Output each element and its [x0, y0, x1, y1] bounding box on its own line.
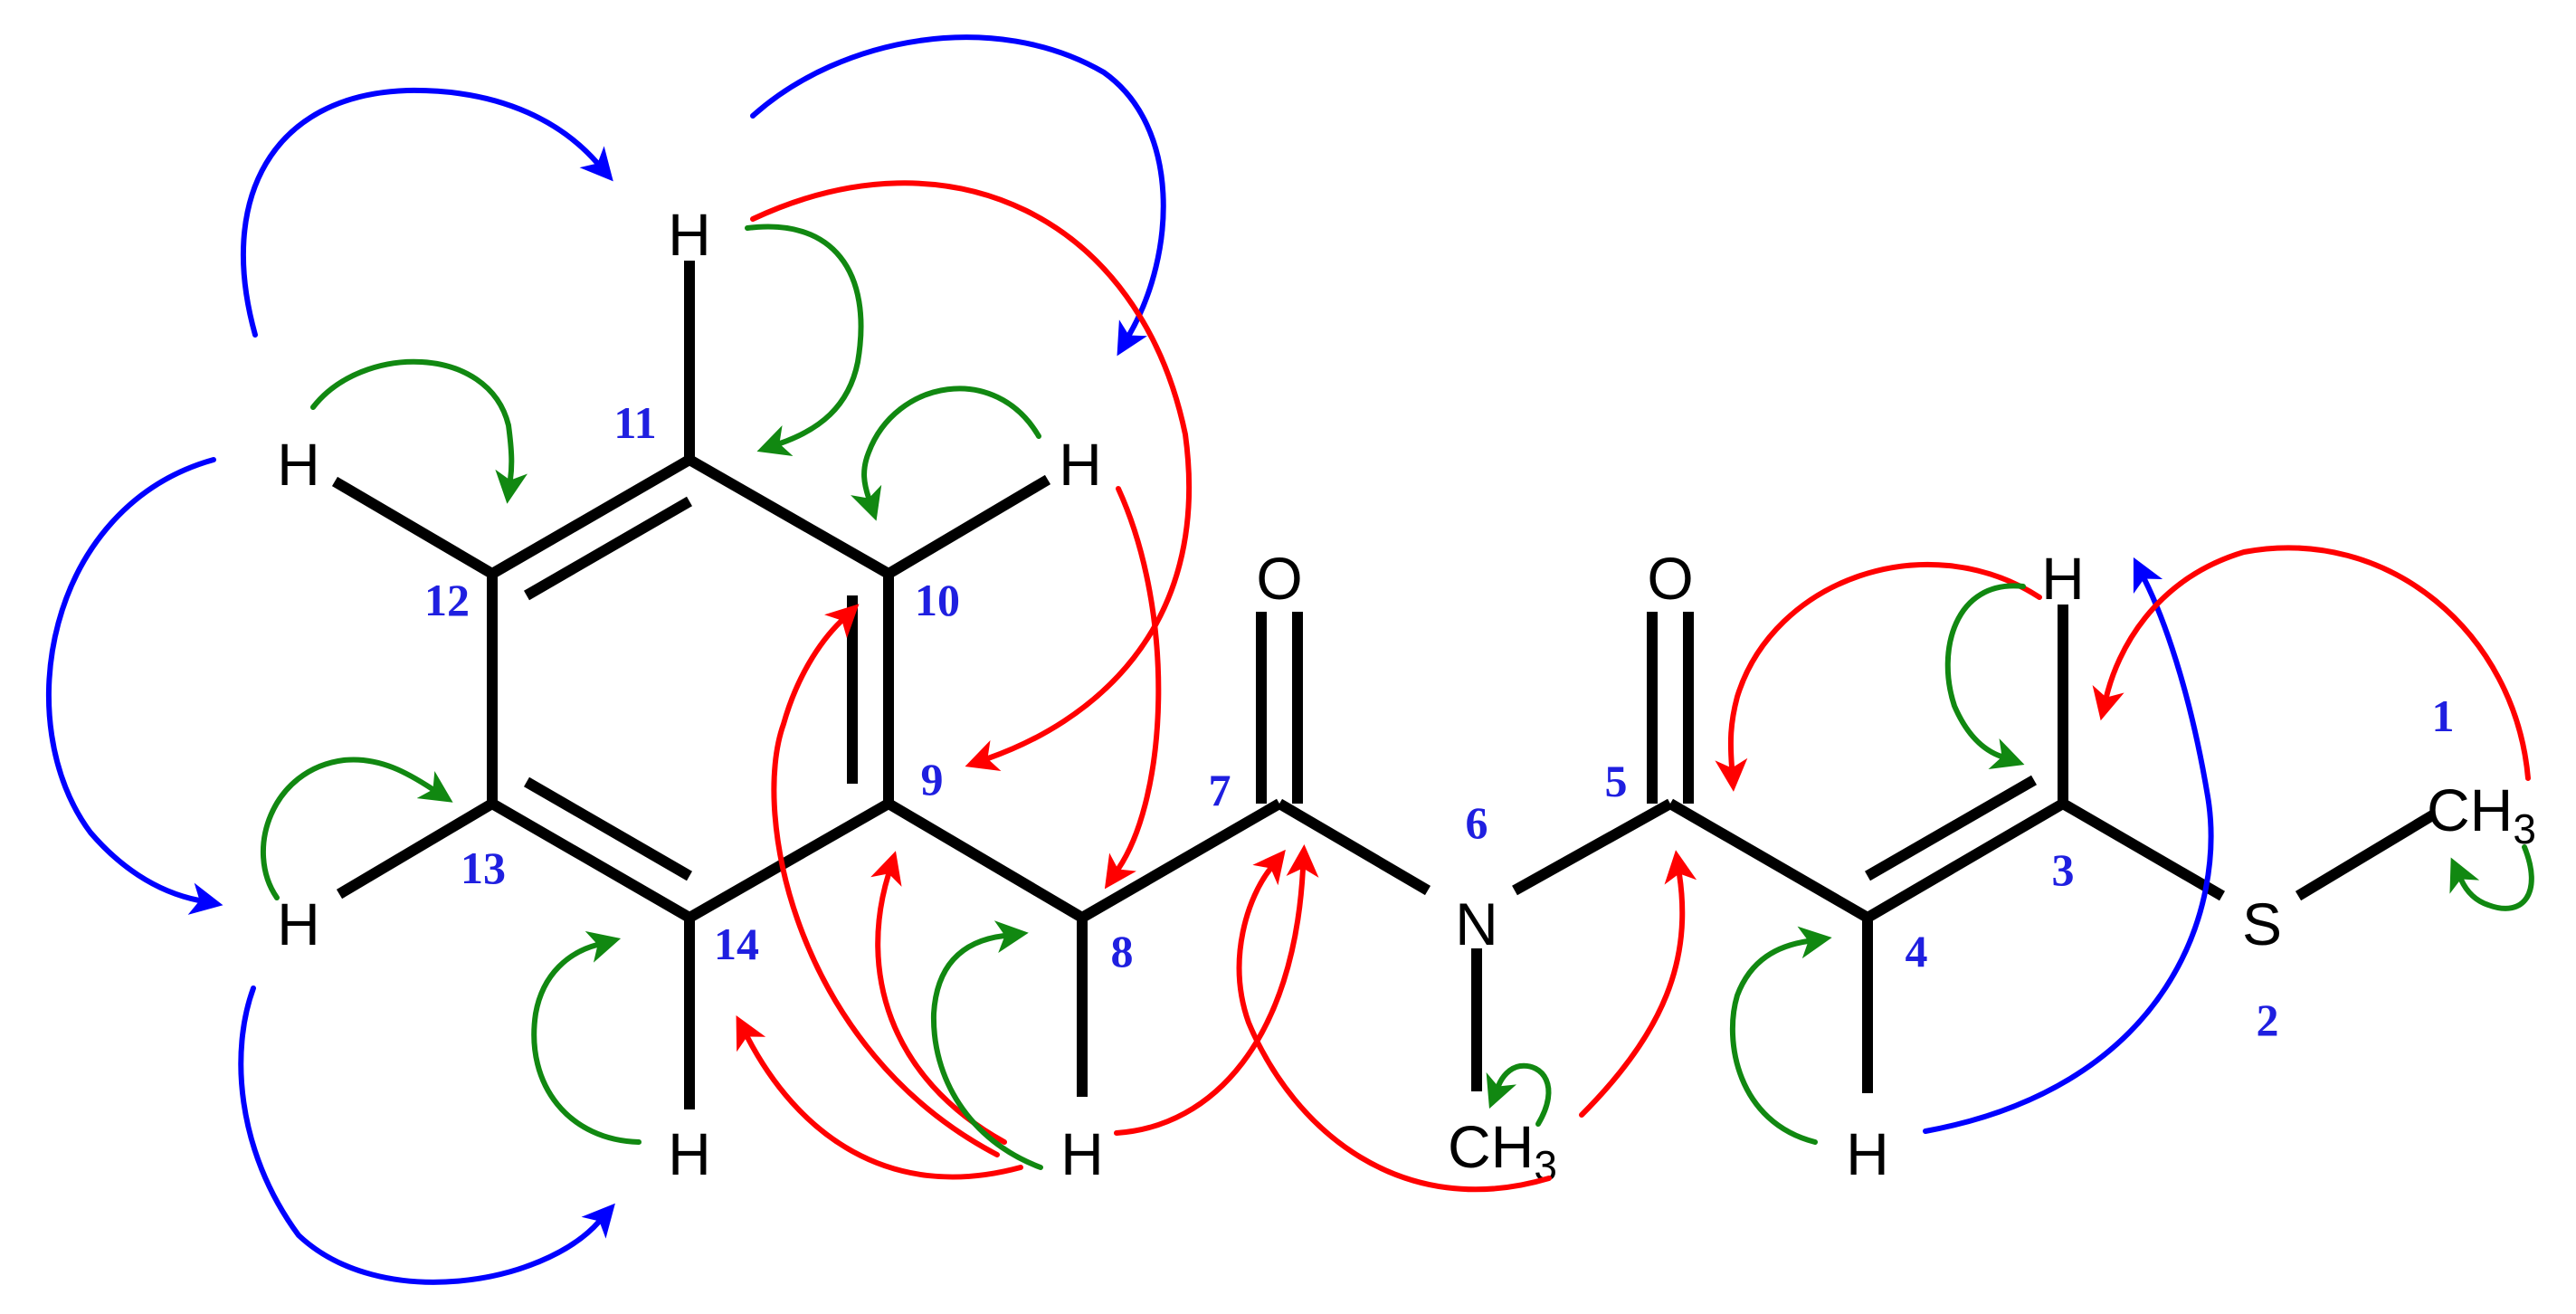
number-13: 13 — [461, 843, 506, 893]
bond-c13-h — [336, 798, 496, 900]
number-14: 14 — [714, 919, 759, 969]
green-arrow-h3-c3 — [1944, 583, 2026, 769]
atom-nme-main: CH — [1448, 1113, 1534, 1180]
red-arrow-h3-c5 — [1715, 561, 2042, 792]
red-arrow-h8-c10 — [771, 604, 1000, 1157]
green-arrow-h12-c12 — [310, 358, 528, 504]
atom-labels: O O N S H H H H H H H H CH3 CH3 — [277, 201, 2536, 1189]
bond-c3-s2 — [2059, 798, 2226, 901]
number-11: 11 — [613, 397, 656, 448]
atom-h-c11: H — [668, 201, 711, 268]
red-arrow-h11-c9 — [750, 180, 1193, 771]
bond-c4-c3 — [1864, 798, 2067, 923]
green-arrow-h8-c8 — [930, 920, 1043, 1170]
blue-arrows — [46, 34, 2214, 1285]
blue-arrow-h11-h10 — [750, 34, 1166, 357]
green-arrow-nme-n — [1486, 1062, 1552, 1127]
blue-arrow-h12-h13 — [46, 457, 223, 915]
bond-c14-c13-inner — [523, 776, 693, 881]
bond-c14-c13 — [489, 798, 693, 923]
atom-numbering: 1 2 3 4 5 6 7 8 9 10 11 12 13 14 — [424, 397, 2455, 1045]
atom-s2: S — [2242, 890, 2282, 957]
green-arrow-h14-c14 — [531, 930, 642, 1145]
number-4: 4 — [1906, 926, 1928, 976]
bond-n6-c5 — [1512, 798, 1673, 896]
number-12: 12 — [424, 575, 470, 625]
bond-c8-c7 — [1079, 798, 1283, 923]
number-3: 3 — [2052, 844, 2075, 895]
bond-c12-c11-inner — [523, 496, 693, 601]
blue-arrow-h4-h3 — [1923, 557, 2214, 1134]
red-arrow-c1-c3 — [2092, 545, 2531, 781]
red-arrows — [736, 180, 2531, 1193]
green-arrow-h11-c11 — [745, 224, 864, 457]
atom-c1-main: CH — [2427, 776, 2513, 843]
atom-h-c3: H — [2041, 545, 2085, 612]
bond-c12-c11 — [489, 454, 693, 579]
atom-h-c14: H — [668, 1120, 711, 1187]
atom-h-c8: H — [1060, 1120, 1104, 1187]
atom-n-methyl: CH3 — [1448, 1113, 1557, 1189]
red-arrow-h10-c8 — [1104, 486, 1162, 890]
green-arrow-h13-c13 — [261, 757, 453, 900]
red-arrow-h8-c7 — [1114, 844, 1319, 1136]
red-arrow-h8-c14 — [736, 1015, 1023, 1180]
blue-arrow-h12-h11 — [241, 87, 613, 338]
atom-h-c10: H — [1059, 431, 1102, 498]
bonds — [331, 261, 2438, 1109]
atom-n6: N — [1455, 890, 1498, 957]
red-arrow-nme-c5 — [1579, 850, 1697, 1118]
atom-c1-methyl: CH3 — [2427, 776, 2536, 852]
green-arrow-c1-self — [2449, 844, 2534, 911]
bond-s2-c1 — [2295, 809, 2438, 901]
number-6: 6 — [1466, 797, 1488, 848]
red-arrow-h8-c9 — [870, 851, 1007, 1145]
atom-h-c4: H — [1846, 1120, 1889, 1187]
number-8: 8 — [1111, 926, 1134, 976]
green-arrows — [261, 224, 2534, 1170]
atom-h-c12: H — [277, 431, 320, 498]
number-1: 1 — [2432, 690, 2455, 741]
green-arrow-h4-c4 — [1729, 926, 1832, 1145]
bond-c12-h — [331, 476, 496, 579]
atom-o-c5: O — [1647, 545, 1693, 612]
bond-c9-c8 — [885, 798, 1086, 923]
green-arrow-h10-c10 — [851, 386, 1041, 521]
bond-c4-c3-inner — [1865, 775, 2037, 881]
number-10: 10 — [915, 575, 960, 625]
blue-arrow-h13-h14 — [238, 986, 615, 1285]
number-2: 2 — [2257, 995, 2279, 1045]
number-9: 9 — [921, 754, 944, 805]
number-5: 5 — [1605, 756, 1628, 806]
red-arrow-nme-c7 — [1236, 849, 1552, 1193]
number-7: 7 — [1209, 765, 1231, 815]
atom-o-c7: O — [1256, 545, 1302, 612]
bond-c9-c14 — [687, 798, 891, 923]
bond-c7-n6 — [1276, 798, 1431, 896]
atom-h-c13: H — [277, 890, 320, 957]
bond-c11-c10 — [687, 454, 891, 579]
bond-c5-c4 — [1667, 798, 1871, 923]
bond-c10-h — [885, 474, 1051, 579]
